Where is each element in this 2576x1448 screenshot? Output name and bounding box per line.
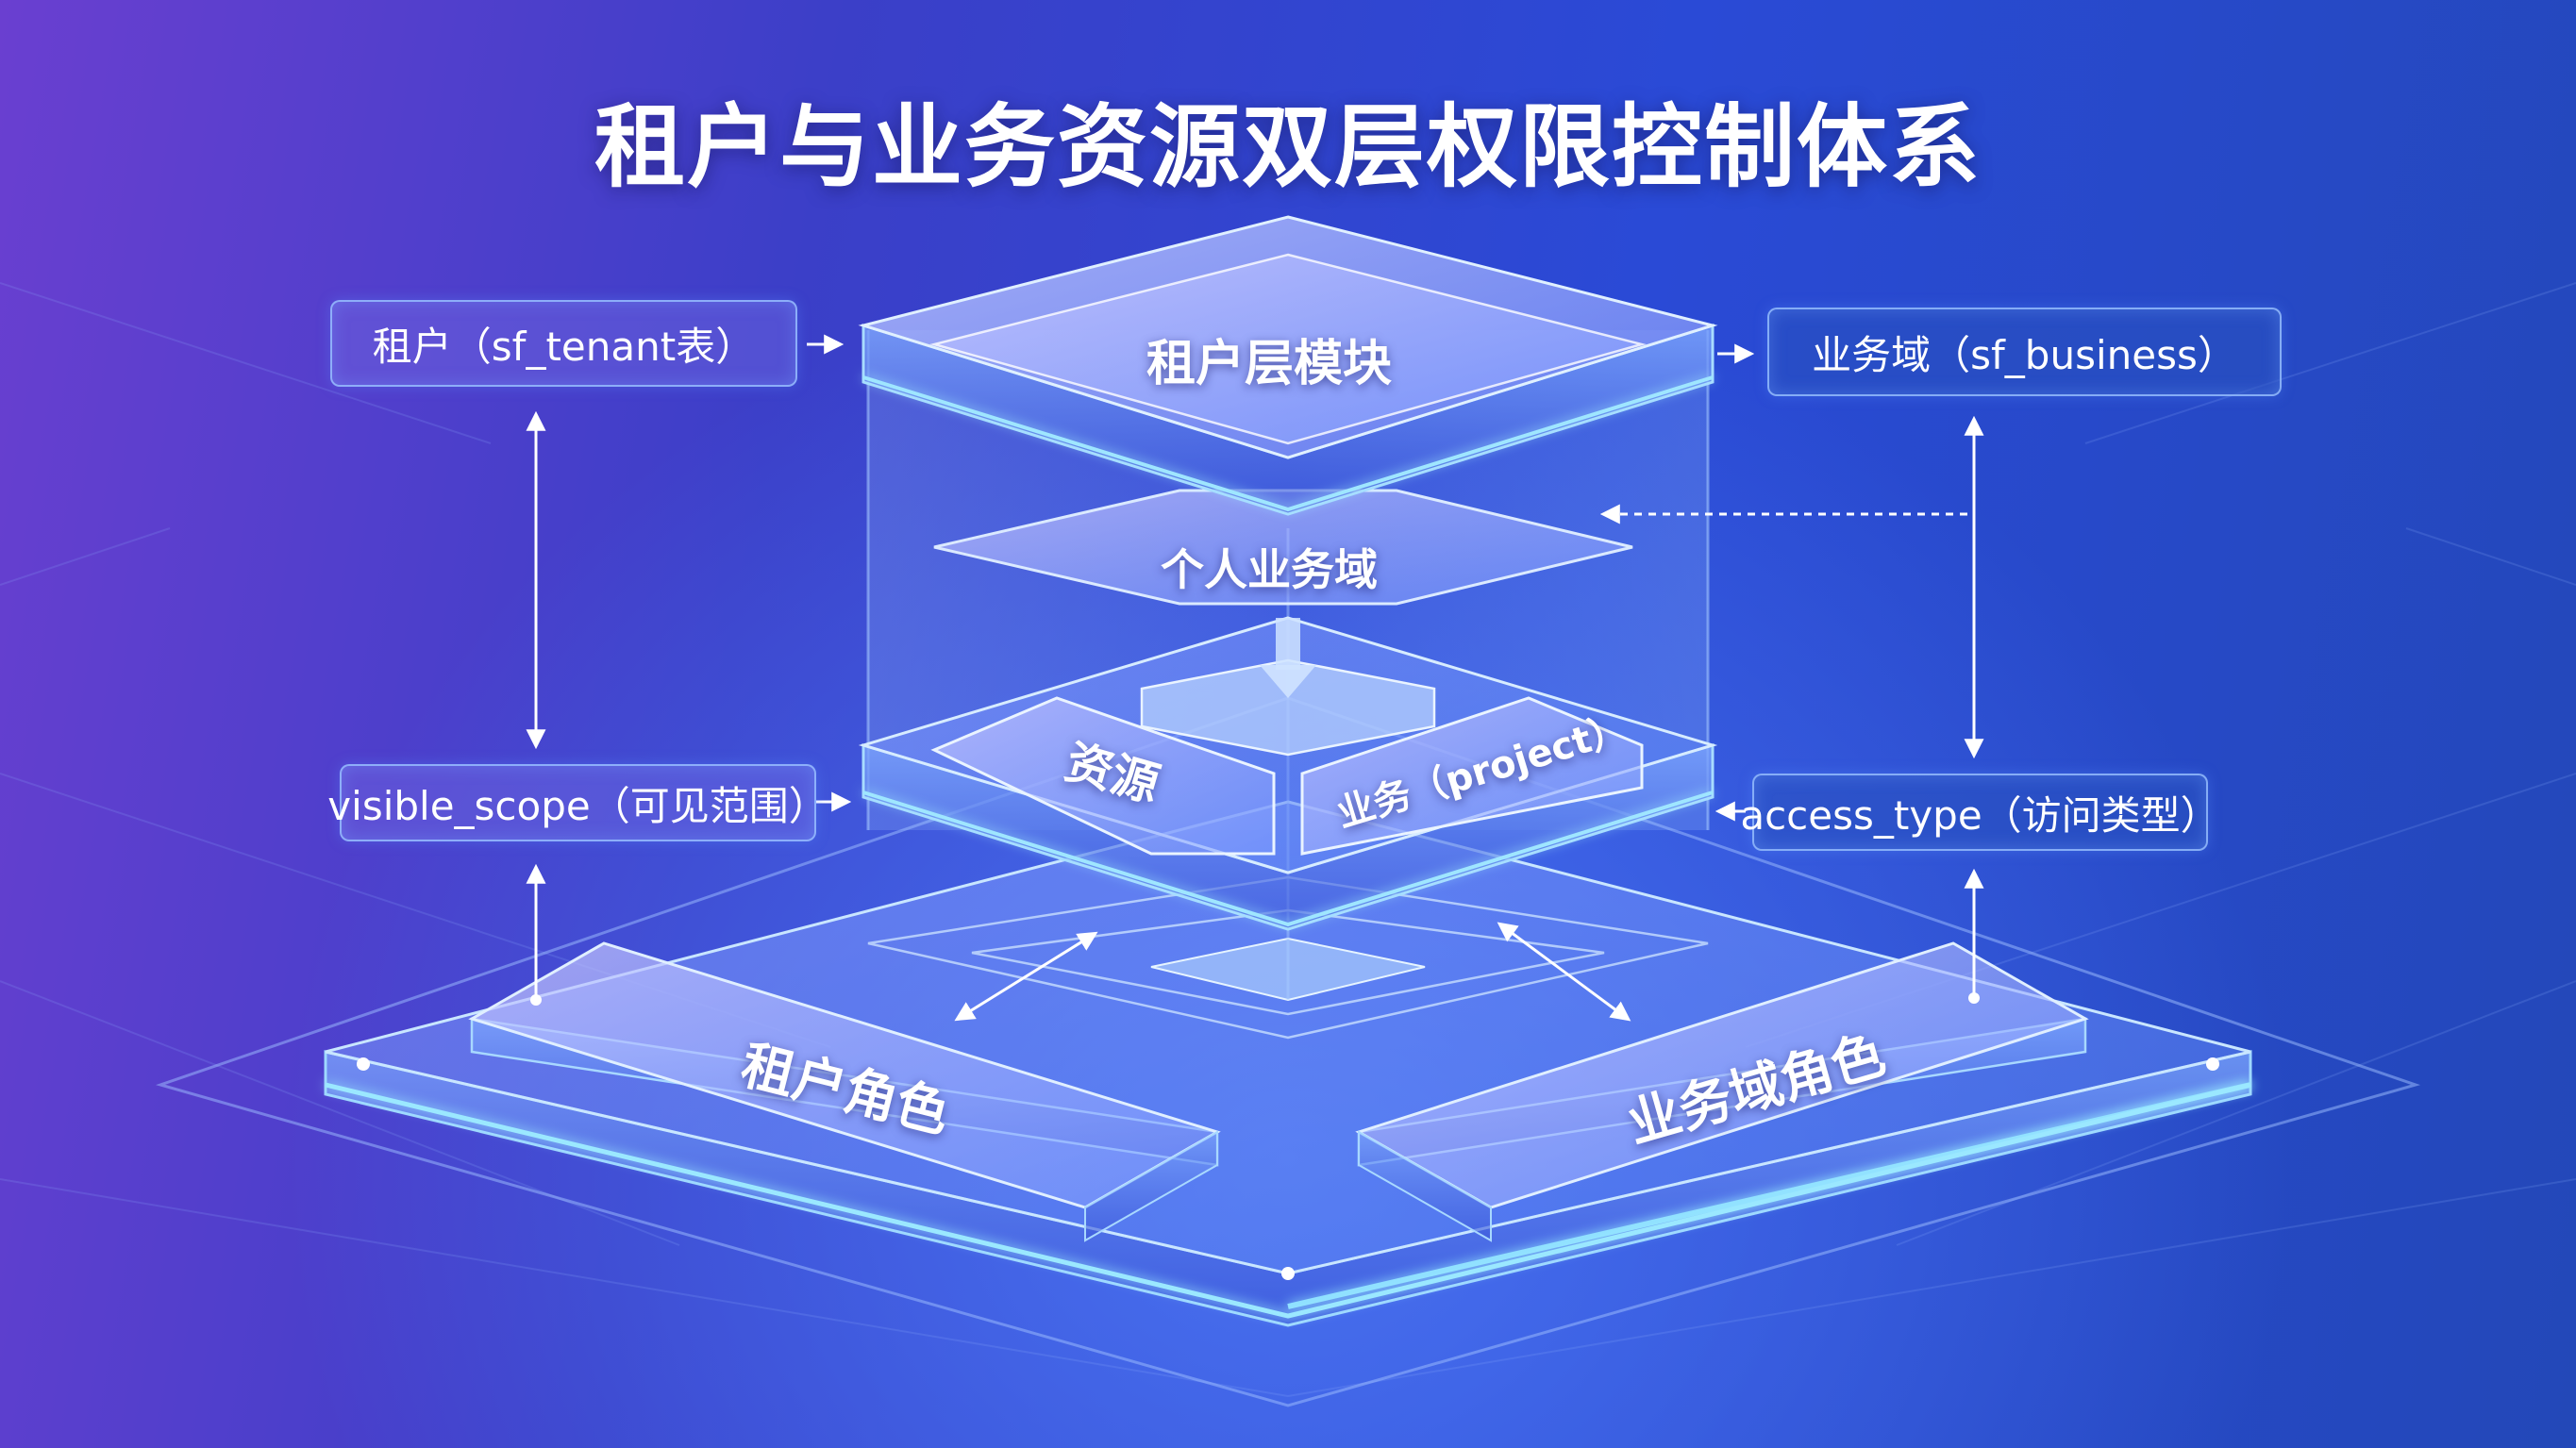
tenant-role-plate bbox=[468, 941, 1221, 1242]
business-domain-label: 业务域（sf_business） bbox=[1767, 308, 2282, 396]
down-arrow bbox=[1260, 618, 1316, 698]
page-title: 租户与业务资源双层权限控制体系 bbox=[594, 94, 1982, 200]
top-module-slab bbox=[858, 215, 1718, 516]
center-pad bbox=[1150, 937, 1426, 1002]
personal-domain-label: 个人业务域 bbox=[1161, 544, 1378, 595]
top-module-label: 租户层模块 bbox=[1146, 336, 1393, 392]
connector-arrows bbox=[526, 334, 1984, 1022]
floor-grid bbox=[0, 282, 2576, 1397]
resource-tile bbox=[930, 696, 1276, 856]
tenant-table-label: 租户（sf_tenant表） bbox=[330, 300, 797, 387]
domain-role-plate bbox=[1355, 941, 2089, 1242]
project-tile bbox=[1300, 696, 1644, 856]
personal-domain-plate bbox=[933, 489, 1633, 606]
tenant-role-dot bbox=[530, 994, 542, 1006]
visible-scope-label: visible_scope（可见范围） bbox=[327, 764, 828, 841]
access-type-label: access_type（访问类型） bbox=[1740, 774, 2220, 851]
domain-role-dot bbox=[1968, 992, 1980, 1004]
